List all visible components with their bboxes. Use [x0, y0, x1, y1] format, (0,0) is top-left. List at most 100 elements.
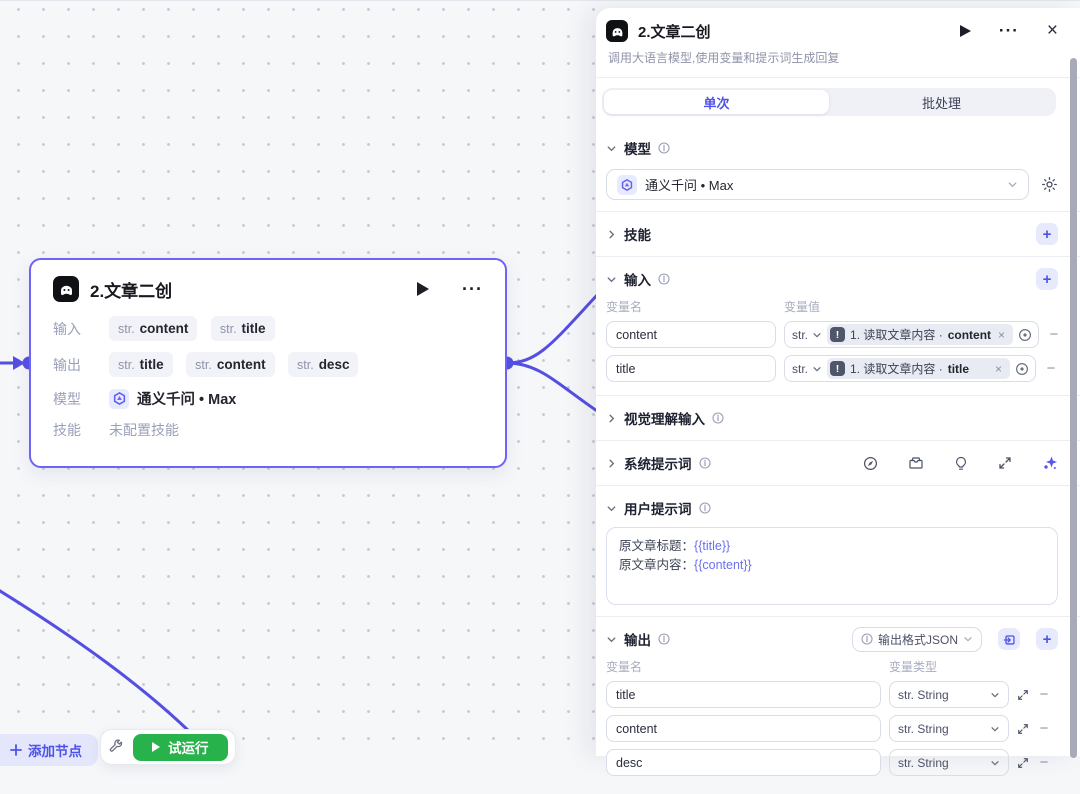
output-type-select[interactable]: str. String [889, 715, 1009, 742]
add-node-label: 添加节点 [28, 740, 82, 760]
expand-row-icon[interactable] [1017, 689, 1029, 701]
add-input-button[interactable]: + [1036, 268, 1058, 290]
input-row: str. ! 1. 读取文章内容 · title × − [606, 355, 1058, 382]
reference-pill[interactable]: ! 1. 读取文章内容 · content × [827, 324, 1013, 345]
ai-optimize-sparkle-icon[interactable] [1042, 455, 1058, 471]
bot-icon [53, 276, 79, 302]
chevron-right-icon[interactable] [606, 229, 617, 240]
tab-batch[interactable]: 批处理 [829, 90, 1054, 114]
chevron-down-icon [963, 634, 973, 644]
output-tag: str.title [109, 352, 173, 377]
info-icon [699, 502, 711, 514]
locate-node-icon[interactable] [1015, 362, 1029, 376]
output-section-title: 输出 [624, 629, 651, 649]
input-tag: str.content [109, 316, 197, 341]
node-model-value: 通义千问 • Max [137, 388, 236, 409]
chevron-down-icon [990, 724, 1000, 734]
chevron-down-icon[interactable] [606, 274, 617, 285]
wrench-icon[interactable] [108, 739, 124, 755]
delete-row-icon[interactable]: − [1037, 686, 1051, 703]
chevron-down-icon [812, 330, 822, 340]
add-node-button[interactable]: 添加节点 [0, 734, 98, 766]
panel-title: 2.文章二创 [638, 21, 932, 42]
delete-row-icon[interactable]: − [1047, 326, 1061, 343]
edge-output-down [507, 363, 600, 413]
input-section: 输入 + 变量名 变量值 str. ! 1. 读取文章内容 · content … [596, 257, 1080, 396]
output-var-name-field[interactable] [606, 715, 881, 742]
panel-scrollbar[interactable] [1070, 58, 1077, 758]
output-type-select[interactable]: str. String [889, 749, 1009, 776]
upstream-node-icon: ! [830, 327, 845, 342]
output-var-name-field[interactable] [606, 681, 881, 708]
user-prompt-section: 用户提示词 原文章标题：{{title}} 原文章内容：{{content}} [596, 486, 1080, 617]
panel-close-icon[interactable]: × [1047, 24, 1058, 38]
lightbulb-icon[interactable] [954, 456, 968, 471]
user-prompt-editor[interactable]: 原文章标题：{{title}} 原文章内容：{{content}} [606, 527, 1058, 605]
qwen-model-icon [109, 389, 129, 409]
chevron-down-icon[interactable] [606, 503, 617, 514]
delete-row-icon[interactable]: − [1037, 754, 1051, 771]
input-var-name-field[interactable] [606, 355, 776, 382]
mode-tabs: 单次 批处理 [602, 88, 1056, 116]
info-icon [699, 457, 711, 469]
chevron-right-icon[interactable] [606, 458, 617, 469]
expand-icon[interactable] [998, 456, 1012, 470]
node-output-label: 输出 [53, 355, 95, 375]
panel-more-icon[interactable]: ··· [999, 27, 1019, 35]
output-row: str. String − [606, 681, 1058, 708]
output-tag: str.desc [288, 352, 358, 377]
expand-row-icon[interactable] [1017, 723, 1029, 735]
panel-description: 调用大语言模型,使用变量和提示词生成回复 [608, 49, 1058, 66]
remove-reference-icon[interactable]: × [993, 362, 1004, 376]
llm-node-card[interactable]: 2.文章二创 ··· 输入 str.content str.title 输出 s… [29, 258, 507, 468]
output-section: 输出 输出格式JSON + 变量名 变量类型 str. String [596, 617, 1080, 794]
run-play-icon [152, 742, 160, 752]
col-var-value: 变量值 [784, 298, 820, 315]
node-more-icon[interactable]: ··· [462, 284, 483, 294]
reference-pill[interactable]: ! 1. 读取文章内容 · title × [827, 358, 1010, 379]
vision-section-title: 视觉理解输入 [624, 408, 705, 428]
chevron-right-icon[interactable] [606, 413, 617, 424]
output-format-select[interactable]: 输出格式JSON [852, 627, 982, 652]
info-icon [658, 633, 670, 645]
type-select[interactable]: str. [792, 328, 822, 342]
node-title: 2.文章二创 [90, 277, 406, 302]
edge-output-up [507, 293, 599, 363]
delete-row-icon[interactable]: − [1044, 360, 1058, 377]
prompt-library-icon[interactable] [908, 455, 924, 471]
compass-icon[interactable] [863, 456, 878, 471]
locate-node-icon[interactable] [1018, 328, 1032, 342]
chevron-down-icon[interactable] [606, 143, 617, 154]
import-output-icon[interactable] [998, 628, 1020, 650]
node-run-icon[interactable] [417, 282, 429, 296]
input-var-name-field[interactable] [606, 321, 776, 348]
plus-icon [10, 744, 22, 756]
skills-section-title: 技能 [624, 224, 651, 244]
input-var-value-field[interactable]: str. ! 1. 读取文章内容 · content × [784, 321, 1039, 348]
system-prompt-title: 系统提示词 [624, 453, 692, 473]
output-var-name-field[interactable] [606, 749, 881, 776]
node-model-label: 模型 [53, 389, 95, 409]
delete-row-icon[interactable]: − [1037, 720, 1051, 737]
output-row: str. String − [606, 715, 1058, 742]
model-section: 模型 通义千问 • Max [596, 126, 1080, 212]
input-section-title: 输入 [624, 269, 651, 289]
edge-bottom-left [0, 586, 206, 748]
model-select[interactable]: 通义千问 • Max [606, 169, 1029, 200]
add-output-button[interactable]: + [1036, 628, 1058, 650]
output-type-select[interactable]: str. String [889, 681, 1009, 708]
panel-run-icon[interactable] [960, 25, 971, 37]
tab-single[interactable]: 单次 [604, 90, 829, 114]
col-var-name: 变量名 [606, 298, 784, 315]
node-skill-label: 技能 [53, 420, 95, 440]
expand-row-icon[interactable] [1017, 757, 1029, 769]
test-run-button[interactable]: 试运行 [133, 734, 228, 761]
node-input-label: 输入 [53, 319, 95, 339]
remove-reference-icon[interactable]: × [996, 328, 1007, 342]
chevron-down-icon [812, 364, 822, 374]
chevron-down-icon[interactable] [606, 634, 617, 645]
input-var-value-field[interactable]: str. ! 1. 读取文章内容 · title × [784, 355, 1036, 382]
model-settings-gear-icon[interactable] [1041, 176, 1058, 193]
type-select[interactable]: str. [792, 362, 822, 376]
add-skill-button[interactable]: + [1036, 223, 1058, 245]
